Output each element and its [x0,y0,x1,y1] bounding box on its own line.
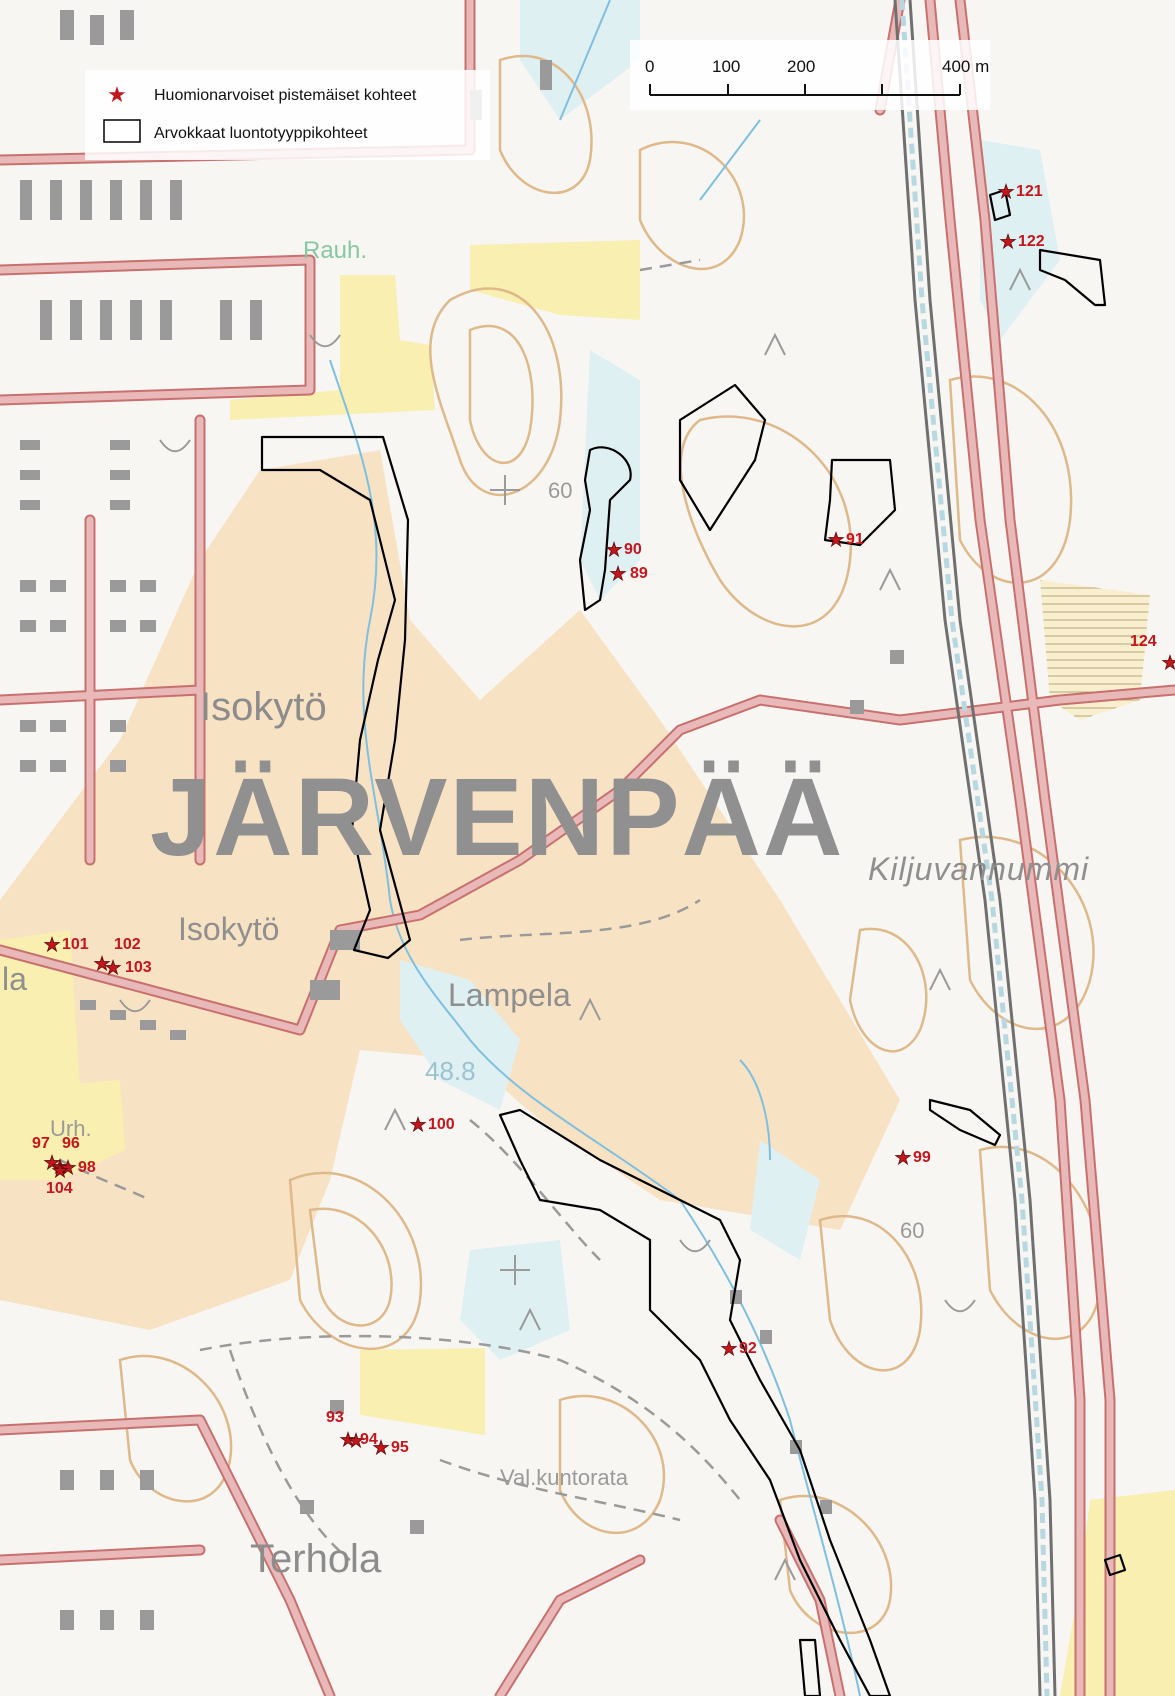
place-label-la: la [2,961,27,997]
point-100-label: 100 [428,1116,455,1133]
place-label-urh: Urh. [50,1116,92,1141]
point-122-star-icon[interactable]: ★ [999,231,1017,254]
point-95-label: 95 [391,1439,409,1456]
point-103-star-icon[interactable]: ★ [104,957,122,980]
point-98-star-icon[interactable]: ★ [59,1157,77,1180]
scale-bar: 0 100 200 400 m [630,40,990,110]
map-symbols [119,267,1031,1581]
legend-background [85,70,490,160]
scale-tick-0: 0 [645,57,654,76]
point-92-label: 92 [739,1340,757,1357]
point-92-star-icon[interactable]: ★ [720,1338,738,1361]
point-91-star-icon[interactable]: ★ [827,529,845,552]
field-valkuntorata [360,1348,485,1435]
habitat-south-edge [798,1638,822,1696]
habitat-stream-valley-south [498,1108,892,1696]
hatched-area [1040,580,1150,720]
point-101-star-icon[interactable]: ★ [43,934,61,957]
point-104-label: 104 [46,1180,73,1197]
point-102-star-icon[interactable]: ★ [93,953,111,976]
legend-points-label: Huomionarvoiset pistemäiset kohteet [154,87,417,104]
water-level-label: 48.8 [425,1056,476,1086]
footpaths [59,258,741,1561]
habitat-pond-91 [823,458,897,547]
place-label-terhola: Terhola [250,1537,382,1581]
habitat-stream-valley-north [260,435,412,960]
field-rauh [230,275,435,420]
field-southeast [1060,1490,1175,1696]
habitat-122 [1038,248,1107,307]
point-96-label: 96 [62,1135,80,1152]
point-90-star-icon[interactable]: ★ [605,539,623,562]
legend-area-swatch [103,119,141,143]
scale-tick-200: 200 [787,57,815,76]
habitat-99-east [928,1098,1002,1147]
habitat-polygons [260,188,1127,1696]
point-104-star-icon[interactable]: ★ [51,1160,69,1183]
contour-label-60: 60 [548,478,572,503]
habitat-121 [988,188,1012,222]
place-label-jarvenpaa: JÄRVENPÄÄ [150,756,845,879]
point-89-label: 89 [630,565,648,582]
habitat-polygon-centre [678,383,767,532]
place-label-kiljuvannummi: Kiljuvannummi [868,851,1089,887]
buildings [20,10,904,1630]
railway [893,0,1057,1696]
point-121-star-icon[interactable]: ★ [997,181,1015,204]
scale-tick-400: 400 m [942,57,989,76]
legend: ★ Huomionarvoiset pistemäiset kohteet Ar… [85,70,490,160]
legend-star-icon: ★ [107,83,127,108]
contour-label-60b: 60 [900,1218,924,1243]
point-97-star-icon[interactable]: ★ [43,1152,61,1175]
point-97-label: 97 [32,1135,50,1152]
point-124-label: 124 [1130,633,1157,650]
point-features: ★121★122★90★89★91★124★101★102★103★100★99… [32,181,1175,1460]
point-91-label: 91 [846,531,864,548]
point-94-star-icon[interactable]: ★ [347,1430,365,1453]
point-93-star-icon[interactable]: ★ [339,1429,357,1452]
point-90-label: 90 [624,541,642,558]
point-102-label: 102 [114,936,141,953]
point-101-label: 101 [62,936,89,953]
scale-tick-100: 100 [712,57,740,76]
point-122-label: 122 [1018,233,1045,250]
field-la [0,930,80,1100]
field-north [470,240,640,320]
point-93-label: 93 [326,1409,344,1426]
point-100-star-icon[interactable]: ★ [409,1114,427,1137]
place-label-isokyto-lower: Isokytö [178,911,279,947]
field-urh [0,1080,125,1180]
residential-area-isokyto [0,450,900,1330]
legend-areas-label: Arvokkaat luontotyyppikohteet [154,125,368,142]
place-labels: JÄRVENPÄÄ Isokytö Isokytö Lampela Kiljuv… [2,237,1089,1581]
point-89-star-icon[interactable]: ★ [609,563,627,586]
place-label-isokyto-upper: Isokytö [200,685,327,729]
scale-bar-background [630,40,990,110]
habitat-southeast [1103,1553,1127,1577]
point-99-label: 99 [913,1149,931,1166]
point-124-star-icon[interactable]: ★ [1161,652,1175,675]
place-label-valkuntorata: Val.kuntorata [500,1465,629,1490]
point-98-label: 98 [78,1159,96,1176]
point-99-star-icon[interactable]: ★ [894,1147,912,1170]
streams [329,0,861,1696]
point-94-label: 94 [360,1431,378,1448]
point-96-star-icon[interactable]: ★ [51,1156,69,1179]
place-label-rauh: Rauh. [303,237,367,264]
point-95-star-icon[interactable]: ★ [372,1437,390,1460]
point-103-label: 103 [125,959,152,976]
habitat-pond-89-90 [578,446,632,612]
point-121-label: 121 [1016,183,1043,200]
place-label-lampela: Lampela [448,977,571,1013]
